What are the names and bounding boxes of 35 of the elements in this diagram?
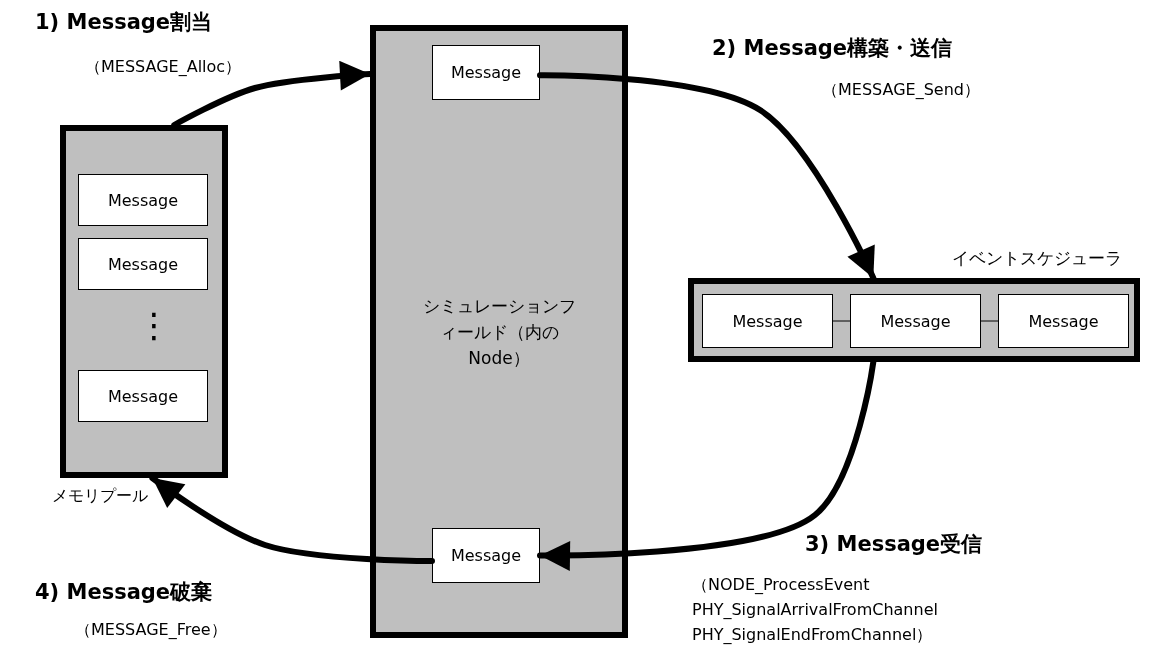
message-box: [432, 45, 540, 100]
message-label: Message: [107, 254, 179, 274]
arrow: [537, 72, 877, 281]
arrow: [537, 359, 877, 571]
message-label: Message: [450, 546, 522, 565]
step-heading: 1) Message割当: [35, 9, 213, 36]
message-box: [78, 174, 208, 226]
step-heading: 3) Message受信: [805, 531, 983, 558]
message-box: [702, 294, 833, 348]
message-box: [850, 294, 981, 348]
message-box: [78, 370, 208, 422]
message-label: Message: [450, 63, 522, 82]
message-label: Message: [880, 311, 951, 331]
message-label: Message: [1028, 311, 1099, 331]
connector-line: [980, 320, 999, 322]
message-label: Message: [732, 311, 803, 331]
simulation-field-box: [370, 25, 628, 638]
function-name: （MESSAGE_Free）: [75, 620, 227, 641]
field-label: シミュレーションフィールド（内のNode）: [421, 295, 577, 370]
arrow: [171, 60, 373, 128]
step-heading: 2) Message構築・送信: [712, 35, 953, 62]
connector-line: [832, 320, 851, 322]
function-name-list: （NODE_ProcessEvent PHY_SignalArrivalFromChannel PHY_SignalEndFromChannel）: [692, 572, 954, 647]
message-box: [432, 528, 540, 583]
function-name: （MESSAGE_Alloc）: [85, 57, 242, 78]
ellipsis-mark: ⋮: [137, 305, 171, 345]
function-name: （MESSAGE_Send）: [822, 80, 980, 101]
scheduler-label: イベントスケジューラ: [952, 247, 1122, 270]
step-heading: 4) Message破棄: [35, 579, 213, 606]
message-label: Message: [107, 190, 179, 210]
message-label: Message: [107, 386, 179, 406]
message-box: [998, 294, 1129, 348]
arrow: [149, 475, 435, 564]
message-box: [78, 238, 208, 290]
pool-label: メモリプール: [52, 486, 148, 507]
